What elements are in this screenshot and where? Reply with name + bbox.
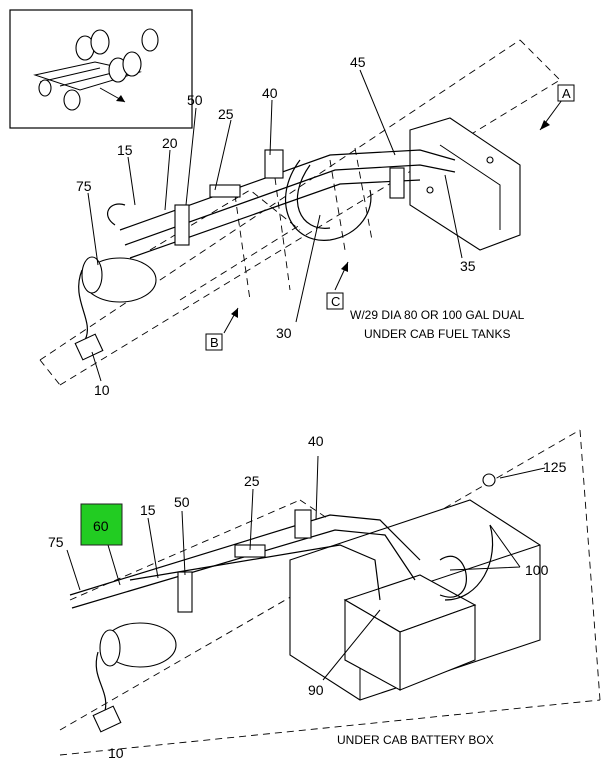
top-caption-line1: W/29 DIA 80 OR 100 GAL DUAL (350, 308, 525, 322)
highlight-box-60[interactable] (80, 503, 123, 546)
callout-125: 125 (543, 459, 567, 475)
callout-75-b: 75 (48, 534, 64, 550)
bottom-caption: UNDER CAB BATTERY BOX (337, 733, 494, 747)
callout-60[interactable]: 60 (93, 518, 109, 534)
callout-40-b: 40 (308, 433, 324, 449)
top-caption-line2: UNDER CAB FUEL TANKS (364, 327, 510, 341)
callout-50-b: 50 (174, 494, 190, 510)
callout-10-b: 10 (108, 745, 124, 761)
callout-100: 100 (525, 562, 549, 578)
callout-35: 35 (460, 258, 476, 274)
callout-75: 75 (76, 178, 92, 194)
view-letter-b: B (210, 335, 219, 350)
callout-10: 10 (94, 382, 110, 398)
callout-25: 25 (218, 106, 234, 122)
callout-50: 50 (187, 92, 203, 108)
battery-box-hose-view: 60 40 125 25 50 15 75 100 90 10 UNDER CA… (48, 429, 601, 761)
callout-90: 90 (308, 682, 324, 698)
callout-15-b: 15 (140, 502, 156, 518)
view-letter-a: A (562, 86, 571, 101)
truck-locator-inset (9, 9, 193, 129)
callout-15: 15 (117, 142, 133, 158)
callout-20: 20 (162, 135, 178, 151)
fuel-tank-hose-view: 50 40 25 45 15 20 75 30 35 10 A B C W/29… (39, 39, 575, 398)
view-letter-c: C (331, 294, 340, 309)
callout-40: 40 (262, 85, 278, 101)
callout-30: 30 (276, 325, 292, 341)
callout-45: 45 (350, 54, 366, 70)
callout-25-b: 25 (244, 473, 260, 489)
